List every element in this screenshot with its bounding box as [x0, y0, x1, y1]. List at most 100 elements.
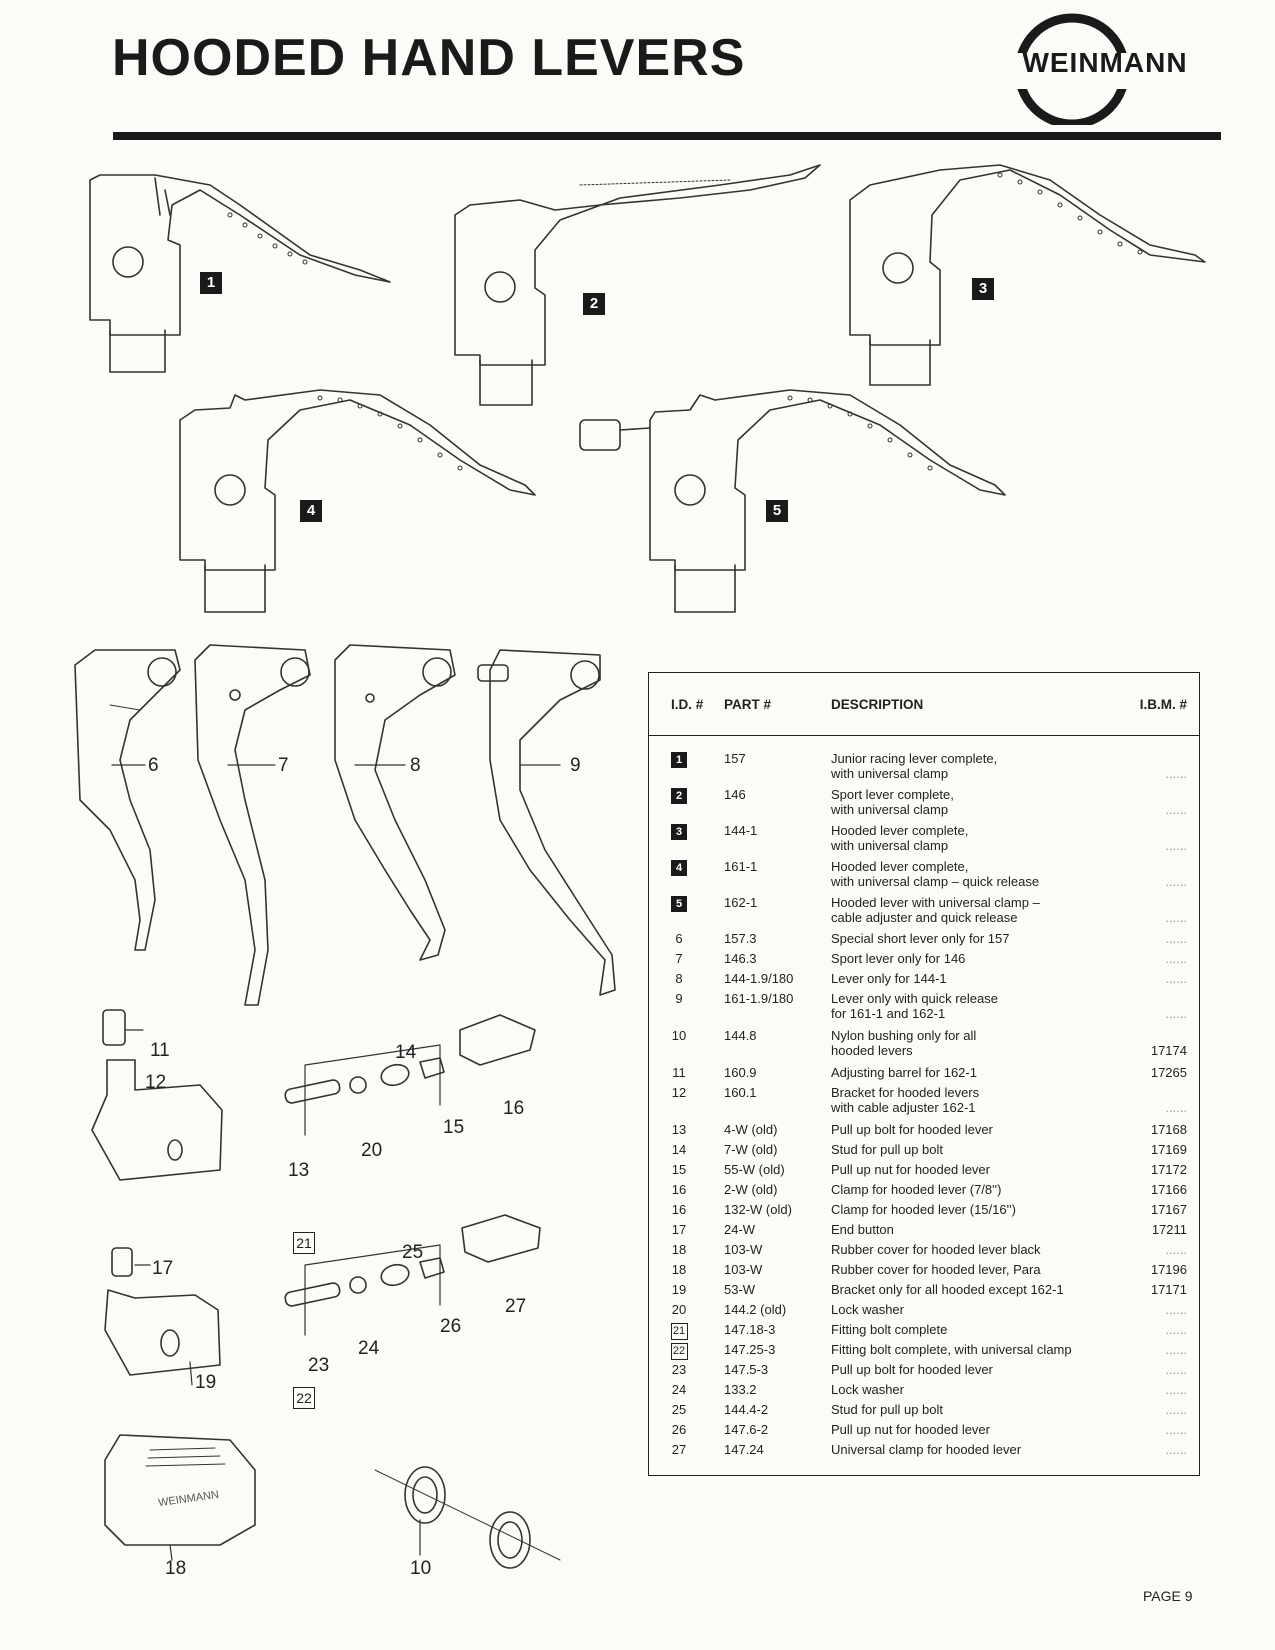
callout-9: 9	[570, 755, 581, 776]
row-id-value: 27	[671, 1442, 687, 1457]
lever-7-drawing	[194, 644, 311, 1006]
row-id: 26	[661, 1422, 697, 1437]
row-id: 23	[661, 1362, 697, 1377]
row-part: 144-1.9/180	[724, 971, 794, 986]
row-description: End button	[831, 1222, 1131, 1237]
row-description: Adjusting barrel for 162-1	[831, 1065, 1131, 1080]
row-description-line: with cable adjuster 162-1	[831, 1100, 976, 1115]
row-id: 25	[661, 1402, 697, 1417]
row-description-line: Nylon bushing only for all	[831, 1028, 977, 1043]
row-part: 132-W (old)	[724, 1202, 792, 1217]
header-rule	[113, 132, 1221, 140]
row-description-line: Rubber cover for hooded lever, Para	[831, 1262, 1041, 1277]
bracket-19-drawing	[104, 1247, 221, 1386]
row-id-value: 16	[671, 1182, 687, 1197]
row-description-line: Adjusting barrel for 162-1	[831, 1065, 977, 1080]
row-part: 55-W (old)	[724, 1162, 785, 1177]
row-id-value: 25	[671, 1402, 687, 1417]
row-part: 160.1	[724, 1085, 757, 1100]
row-description-line: Special short lever only for 157	[831, 931, 1010, 946]
row-ibm: ......	[1165, 1302, 1187, 1317]
row-description-line: with universal clamp	[831, 766, 949, 781]
row-ibm: 17171	[1150, 1282, 1187, 1297]
nylon-bushing-10-drawing	[374, 1466, 561, 1569]
callout-14: 14	[395, 1042, 417, 1063]
row-id: 5	[661, 895, 697, 912]
row-id: 1	[661, 751, 697, 768]
row-id-value: 23	[671, 1362, 687, 1377]
row-id-value: 13	[671, 1122, 687, 1137]
row-description: Sport lever only for 146	[831, 951, 1131, 966]
row-description-line: hooded levers	[831, 1043, 913, 1058]
callout-22: 22	[293, 1387, 315, 1409]
row-part: 157.3	[724, 931, 757, 946]
row-part: 161-1	[724, 859, 758, 874]
row-ibm: ......	[1165, 1100, 1187, 1115]
callout-6: 6	[148, 755, 159, 776]
row-id-value: 15	[671, 1162, 687, 1177]
row-description-line: with universal clamp	[831, 802, 949, 817]
row-part: 103-W	[724, 1262, 763, 1277]
row-part: 147.18-3	[724, 1322, 776, 1337]
row-id-value: 4	[671, 860, 687, 876]
row-part: 4-W (old)	[724, 1122, 778, 1137]
row-description: Lever only for 144-1	[831, 971, 1131, 986]
row-description-line: End button	[831, 1222, 894, 1237]
row-part: 157	[724, 751, 746, 766]
row-id: 16	[661, 1202, 697, 1217]
row-part: 161-1.9/180	[724, 991, 794, 1006]
row-part: 103-W	[724, 1242, 763, 1257]
row-id: 2	[661, 787, 697, 804]
row-description: Clamp for hooded lever (15/16'')	[831, 1202, 1131, 1217]
row-id: 20	[661, 1302, 697, 1317]
row-ibm: 17168	[1150, 1122, 1187, 1137]
row-ibm: 17167	[1150, 1202, 1187, 1217]
row-id: 12	[661, 1085, 697, 1100]
row-id: 14	[661, 1142, 697, 1157]
lever-5-drawing	[579, 389, 1006, 613]
row-id-value: 18	[671, 1242, 687, 1257]
row-description-line: Lock washer	[831, 1302, 904, 1317]
row-description-line: Pull up nut for hooded lever	[831, 1422, 990, 1437]
row-part: 144-1	[724, 823, 758, 838]
col-header-part: PART #	[724, 697, 772, 712]
row-id: 19	[661, 1282, 697, 1297]
row-description-line: Clamp for hooded lever (15/16'')	[831, 1202, 1016, 1217]
lever-1-drawing	[89, 174, 391, 373]
row-ibm: 17265	[1150, 1065, 1187, 1080]
row-description-line: for 161-1 and 162-1	[831, 1006, 946, 1021]
row-description-line: Fitting bolt complete	[831, 1322, 948, 1337]
row-ibm: ......	[1165, 1422, 1187, 1437]
callout-13: 13	[288, 1160, 310, 1181]
row-description-line: Fitting bolt complete, with universal cl…	[831, 1342, 1072, 1357]
row-description: Special short lever only for 157	[831, 931, 1131, 946]
figure-label-1: 1	[200, 272, 222, 294]
row-ibm: ......	[1165, 1402, 1187, 1417]
row-id: 22	[661, 1342, 697, 1360]
row-id-value: 11	[672, 1065, 686, 1080]
callout-16: 16	[503, 1098, 525, 1119]
row-description-line: Lever only with quick release	[831, 991, 998, 1006]
row-description: Pull up nut for hooded lever	[831, 1162, 1131, 1177]
row-ibm: 17174	[1150, 1043, 1187, 1058]
figure-label-4: 4	[300, 500, 322, 522]
header-divider	[649, 735, 1199, 736]
page-number: PAGE 9	[1143, 1588, 1193, 1604]
row-id: 27	[661, 1442, 697, 1457]
row-ibm: 17166	[1150, 1182, 1187, 1197]
callout-26: 26	[440, 1316, 462, 1337]
row-description-line: Lock washer	[831, 1382, 904, 1397]
row-description: Stud for pull up bolt	[831, 1142, 1131, 1157]
row-part: 162-1	[724, 895, 758, 910]
row-id-value: 9	[675, 991, 683, 1006]
row-description: Hooded lever with universal clamp –cable…	[831, 895, 1131, 925]
row-description-line: with universal clamp	[831, 838, 949, 853]
callout-12: 12	[145, 1072, 167, 1093]
row-ibm: ......	[1165, 951, 1187, 966]
callout-25: 25	[402, 1242, 424, 1263]
figure-label-5: 5	[766, 500, 788, 522]
row-ibm: ......	[1165, 1342, 1187, 1357]
